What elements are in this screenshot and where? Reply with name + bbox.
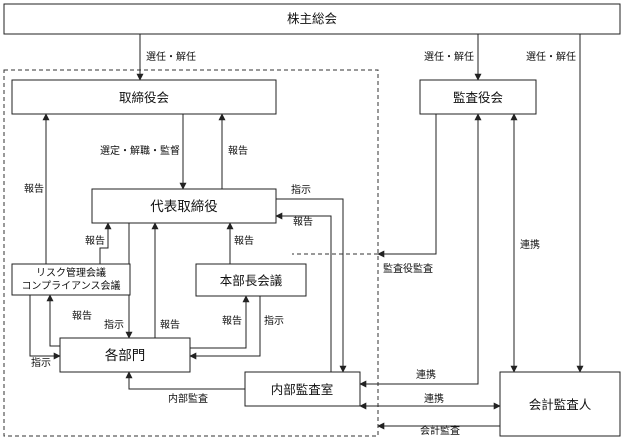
shareholders-box: 株主総会	[3, 3, 621, 35]
label-cooperate-audit-accounting: 連携	[424, 392, 444, 405]
label-report-risk-board: 報告	[24, 182, 44, 195]
board-label: 取締役会	[119, 90, 170, 105]
label-report-depts-president: 報告	[160, 318, 180, 331]
edge-depts-risk	[46, 294, 60, 347]
edge-president-audit	[276, 198, 347, 373]
label-cooperate-auditors-accounting: 連携	[520, 238, 540, 251]
edge-risk-president	[99, 222, 112, 264]
exec-meeting-box: 本部長会議	[195, 263, 307, 297]
label-report-depts-risk: 報告	[72, 309, 92, 322]
label-elect-dismiss-auditors: 選任・解任	[424, 50, 474, 63]
edge-depts-exec	[190, 295, 250, 349]
edge-auditors-president	[377, 114, 437, 258]
internal-audit-label: 内部監査室	[271, 382, 334, 397]
departments-label: 各部門	[105, 348, 146, 364]
departments-box: 各部門	[59, 337, 191, 373]
label-appoint-supervise: 選定・解職・監督	[100, 144, 180, 157]
board-box: 取締役会	[11, 79, 277, 115]
edge-exec-depts	[189, 296, 261, 360]
label-report-president-board: 報告	[228, 144, 248, 157]
label-elect-dismiss-accounting: 選任・解任	[526, 50, 576, 63]
accounting-auditor-box: 会計監査人	[499, 371, 621, 437]
accounting-auditor-label: 会計監査人	[529, 397, 592, 412]
auditors-label: 監査役会	[453, 90, 504, 105]
president-label: 代表取締役	[150, 198, 218, 215]
edge-audit-president	[275, 212, 332, 372]
label-instruct-exec-depts: 指示	[264, 314, 284, 327]
label-report-audit-president: 報告	[293, 215, 313, 228]
auditors-box: 監査役会	[419, 79, 537, 115]
edge-auditors-audit	[359, 113, 482, 388]
edge-risk-depts	[29, 295, 61, 360]
label-instruct-president-depts: 指示	[104, 318, 124, 331]
label-internal-audit-depts: 内部監査	[168, 392, 208, 405]
president-box: 代表取締役	[91, 188, 277, 224]
risk-compliance-box: リスク管理会議 コンプライアンス会議	[11, 263, 131, 296]
label-auditor-audit: 監査役監査	[383, 262, 433, 275]
internal-audit-box: 内部監査室	[244, 371, 361, 407]
compliance-label: コンプライアンス会議	[21, 279, 120, 292]
exec-meeting-label: 本部長会議	[220, 273, 283, 288]
risk-label: リスク管理会議	[36, 266, 106, 279]
label-report-risk-president: 報告	[85, 234, 105, 247]
label-accounting-audit: 会計監査	[420, 424, 460, 437]
label-cooperate-auditors-audit: 連携	[416, 368, 436, 381]
label-report-depts-exec: 報告	[222, 314, 242, 327]
edge-audit-depts	[125, 371, 245, 390]
label-elect-dismiss-board: 選任・解任	[146, 50, 196, 63]
label-instruct-risk-depts: 指示	[31, 356, 51, 369]
label-report-exec-president: 報告	[234, 234, 254, 247]
shareholders-label: 株主総会	[287, 11, 338, 26]
label-instruct-president-audit: 指示	[291, 183, 311, 196]
